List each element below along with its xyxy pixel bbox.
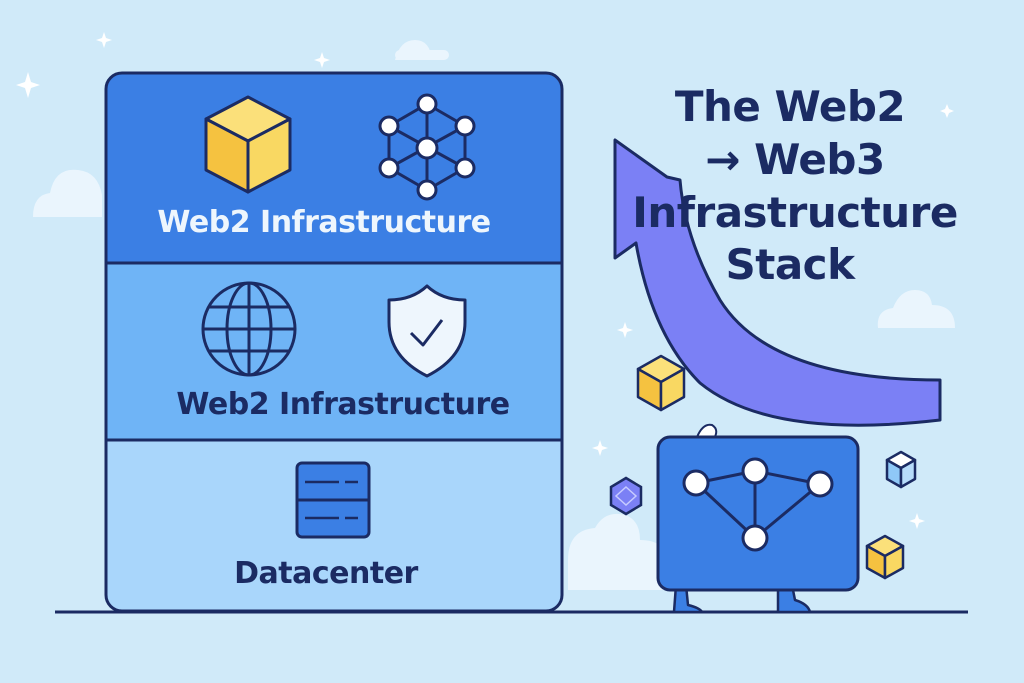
server-icon: [295, 461, 371, 539]
layer-label-middle: Web2 Infrastructure: [176, 387, 510, 422]
cloud-icon: [395, 40, 449, 60]
shield-check-icon: [387, 284, 467, 378]
layer-label-top: Web2 Infrastructure: [157, 205, 491, 240]
title-line-3: Infrastructure: [632, 188, 958, 237]
title-line-4: Stack: [725, 240, 856, 289]
floating-cube-icon: [636, 354, 686, 412]
sparkle-icon: [592, 440, 608, 456]
cloud-icon: [877, 290, 955, 328]
sparkle-icon: [617, 322, 633, 338]
network-hexagon-icon: [378, 93, 476, 201]
sparkle-icon: [940, 104, 954, 118]
title-line-2: → Web3: [705, 135, 885, 184]
floating-cube-icon: [885, 450, 917, 489]
token-hexagon-icon: [609, 476, 643, 516]
cloud-icon: [33, 169, 102, 217]
title-line-1: The Web2: [674, 82, 906, 131]
blockchain-robot: [656, 423, 860, 614]
sparkle-icon: [16, 72, 40, 98]
layer-middle-bg: [106, 263, 562, 440]
robot-leg-left: [672, 583, 704, 614]
sparkle-icon: [314, 52, 330, 68]
globe-icon: [201, 281, 297, 377]
layer-label-bottom: Datacenter: [234, 556, 418, 591]
growth-arrow: [613, 138, 942, 427]
infrastructure-stack: [104, 71, 564, 613]
cloud-icon: [568, 513, 668, 590]
robot-leg-right: [776, 583, 812, 614]
floating-cube-icon: [865, 534, 905, 580]
sparkle-icon: [96, 32, 112, 48]
cube-icon: [204, 95, 292, 194]
layer-top-bg: [106, 73, 562, 263]
sparkle-icon: [909, 513, 925, 529]
